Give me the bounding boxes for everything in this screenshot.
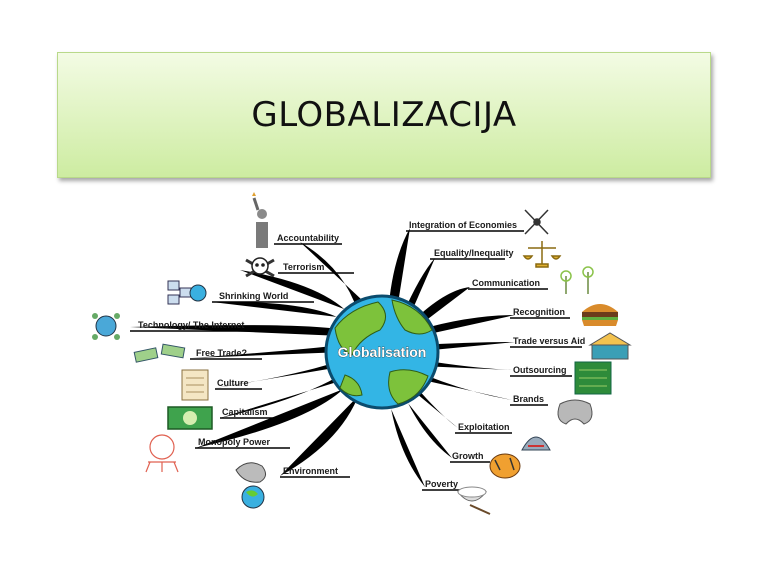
right-labels: Integration of Economies Equality/Inequa… bbox=[409, 220, 585, 489]
monopoly-network-icon bbox=[145, 434, 179, 473]
branch-label: Environment bbox=[283, 466, 338, 476]
branch-label: Shrinking World bbox=[219, 291, 288, 301]
environment-globe-icon bbox=[235, 462, 266, 509]
branch-label: Monopoly Power bbox=[198, 437, 270, 447]
statue-of-liberty-icon bbox=[252, 192, 268, 248]
branch-label: Accountability bbox=[277, 233, 339, 243]
scales-icon bbox=[522, 241, 562, 268]
dollar-bill-icon bbox=[167, 406, 213, 430]
game-controller-icon bbox=[557, 399, 593, 425]
left-labels: Accountability Terrorism Shrinking World… bbox=[138, 233, 339, 476]
rice-bowl-icon bbox=[456, 486, 491, 515]
branch-label: Technology/ The Internet bbox=[138, 320, 244, 330]
mind-map: Globalisation Accountability Terrorism S… bbox=[92, 192, 632, 515]
aid-house-icon bbox=[588, 332, 632, 360]
shark-icon bbox=[521, 436, 551, 451]
globe: Globalisation bbox=[324, 294, 440, 410]
label-underlines bbox=[130, 230, 582, 491]
branch-label: Trade versus Aid bbox=[513, 336, 585, 346]
branch-label: Equality/Inequality bbox=[434, 248, 514, 258]
branch-label: Capitalism bbox=[222, 407, 268, 417]
wind-turbines-icon bbox=[560, 266, 594, 294]
branch-label: Outsourcing bbox=[513, 365, 567, 375]
branch-label: Integration of Economies bbox=[409, 220, 517, 230]
branch-label: Poverty bbox=[425, 479, 458, 489]
scroll-icon bbox=[181, 369, 209, 401]
right-icons bbox=[456, 209, 632, 515]
computers-globe-icon bbox=[167, 280, 207, 305]
slide-title: GLOBALIZACIJA bbox=[251, 95, 517, 135]
skull-crossbones-icon bbox=[245, 257, 275, 278]
burger-icon bbox=[582, 304, 618, 326]
internet-network-icon bbox=[92, 313, 120, 340]
circuit-board-icon bbox=[574, 361, 612, 395]
branch-label: Brands bbox=[513, 394, 544, 404]
branch-label: Terrorism bbox=[283, 262, 324, 272]
branch-label: Communication bbox=[472, 278, 540, 288]
tiger-icon bbox=[489, 453, 521, 479]
branch-label: Growth bbox=[452, 451, 484, 461]
left-icons bbox=[92, 192, 275, 509]
flying-money-icon bbox=[133, 343, 186, 363]
branch-label: Recognition bbox=[513, 307, 565, 317]
integration-arrows-icon bbox=[524, 209, 549, 235]
title-box: GLOBALIZACIJA bbox=[57, 52, 711, 178]
center-label: Globalisation bbox=[338, 344, 427, 360]
branch-label: Culture bbox=[217, 378, 249, 388]
branch-label: Free Trade? bbox=[196, 348, 247, 358]
branch-label: Exploitation bbox=[458, 422, 510, 432]
